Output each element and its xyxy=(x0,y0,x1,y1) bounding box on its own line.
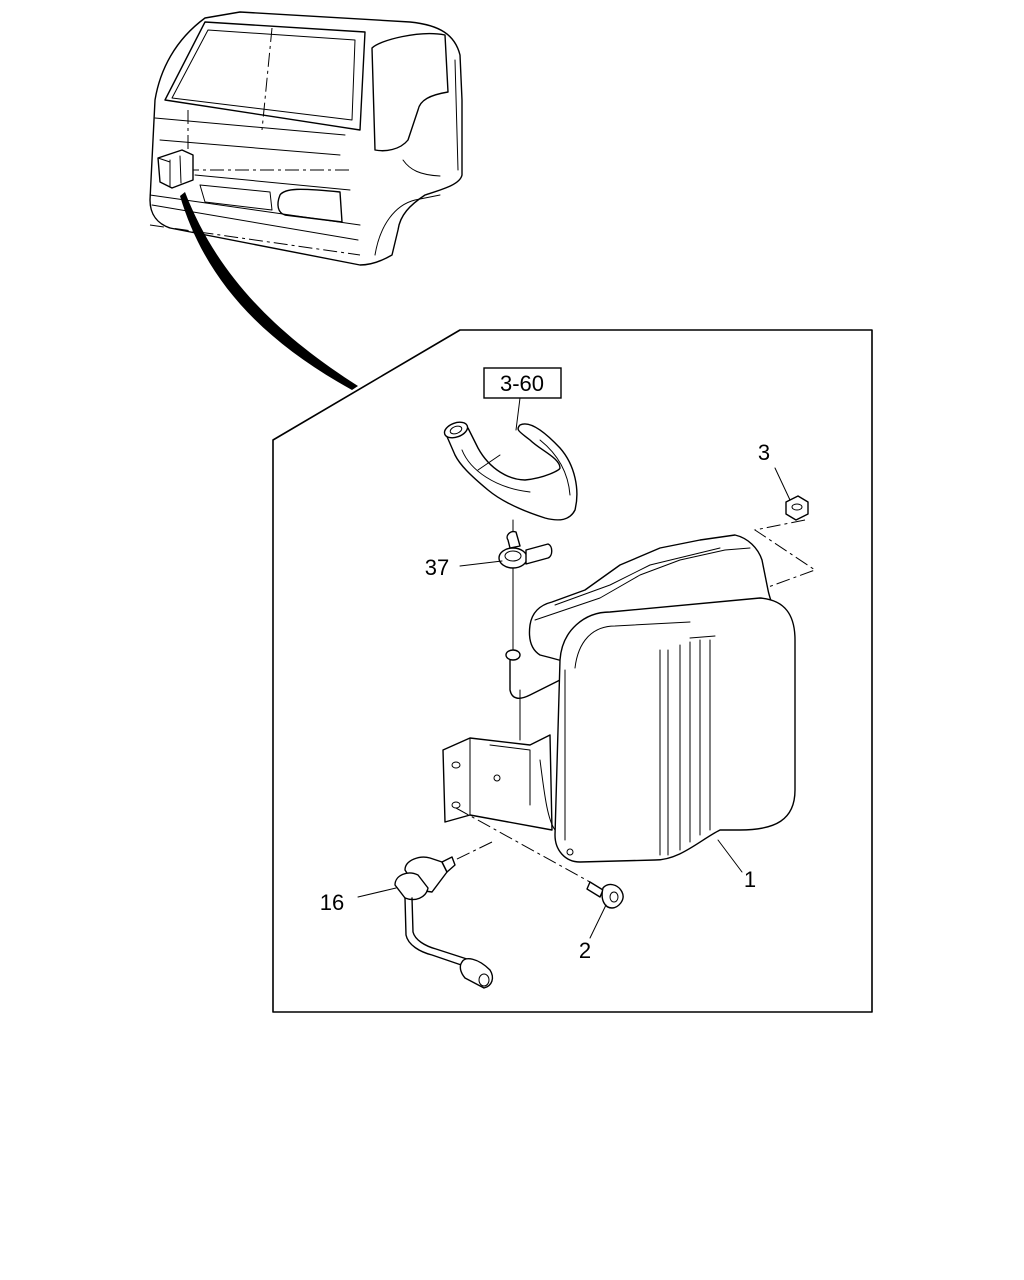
leader-37 xyxy=(459,560,503,567)
bolt xyxy=(455,807,624,909)
callout-part-2: 2 xyxy=(579,938,591,963)
callout-part-16: 16 xyxy=(320,890,344,915)
sensor-switch xyxy=(394,841,494,989)
reference-box: 3-60 xyxy=(483,367,562,431)
tank-outlet-pipe xyxy=(509,654,561,699)
hose-clamp xyxy=(498,519,553,651)
view-pointer-arc xyxy=(180,192,358,390)
tank-assembly xyxy=(442,534,796,863)
nut xyxy=(753,467,817,591)
callout-part-1: 1 xyxy=(744,867,756,892)
callout-part-37: 37 xyxy=(425,555,449,580)
leader-16 xyxy=(357,887,397,898)
detail-frame xyxy=(272,329,873,1013)
leader-2 xyxy=(589,904,607,939)
leader-1 xyxy=(717,839,743,873)
callout-part-3: 3 xyxy=(758,440,770,465)
hose xyxy=(443,421,578,521)
reference-box-label: 3-60 xyxy=(500,371,544,396)
